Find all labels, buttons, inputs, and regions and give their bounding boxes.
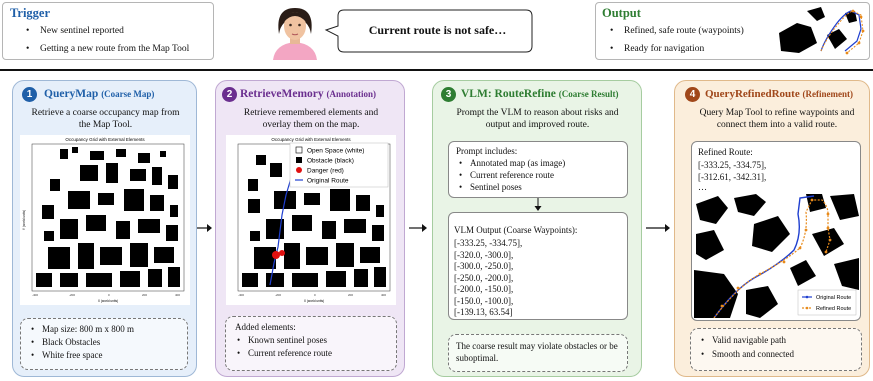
- flow-arrow-icon: [197, 224, 212, 232]
- step-description: Query Map Tool to refine waypoints and c…: [699, 108, 855, 130]
- step-number-badge: 3: [441, 87, 456, 102]
- svg-text:X (world units): X (world units): [304, 299, 324, 303]
- svg-text:0: 0: [314, 293, 316, 297]
- flow-arrow-icon: [409, 224, 427, 232]
- info-item: Known sentinel poses: [237, 335, 327, 347]
- divider: [0, 69, 873, 71]
- trigger-item: New sentinel reported: [26, 25, 124, 37]
- speech-bubble-shape: [324, 9, 533, 53]
- step-title: RetrieveMemory (Annotation): [240, 88, 377, 100]
- prompt-label: Prompt includes:: [456, 146, 518, 156]
- output-item: Ready for navigation: [610, 43, 704, 55]
- plot-title: Occupancy Grid with External Elements: [65, 137, 145, 142]
- prompt-item: Sentinel poses: [459, 182, 522, 194]
- svg-text:200: 200: [142, 293, 147, 297]
- step-title: QueryMap (Coarse Map): [44, 88, 155, 100]
- step-title: VLM: RouteRefine (Coarse Result): [461, 88, 619, 100]
- output-item: Refined, safe route (waypoints): [610, 25, 744, 37]
- legend-item: Danger (red): [307, 168, 344, 175]
- vlm-waypoint-line: [-300.0, -250.0],: [454, 261, 514, 271]
- step-number-badge: 4: [685, 87, 700, 102]
- vlm-output-label: VLM Output (Coarse Waypoints):: [454, 225, 578, 235]
- output-mini-map: [777, 5, 865, 57]
- step-title: QueryRefinedRoute (Refinement): [705, 88, 853, 100]
- refined-route-map: Original Route Refined Route: [694, 194, 859, 318]
- refined-route-label: Refined Route:: [698, 147, 753, 157]
- info-item: Valid navigable path: [701, 335, 786, 347]
- trigger-item: Getting a new route from the Map Tool: [26, 43, 189, 55]
- flow-arrow-icon: [646, 224, 670, 232]
- legend-item: Refined Route: [816, 306, 851, 312]
- legend-item: Original Route: [816, 295, 851, 301]
- svg-text:400: 400: [175, 293, 180, 297]
- svg-text:Y (world units): Y (world units): [22, 210, 26, 230]
- step-description: Prompt the VLM to reason about risks and…: [456, 108, 619, 130]
- svg-text:0: 0: [108, 293, 110, 297]
- speech-text: Current route is not safe…: [368, 23, 507, 37]
- avatar: [273, 8, 317, 60]
- vlm-waypoint-line: [-250.0, -200.0],: [454, 272, 514, 283]
- info-item: Map size: 800 m x 800 m: [31, 324, 134, 336]
- svg-text:X (world units): X (world units): [98, 299, 118, 303]
- svg-text:-400: -400: [32, 293, 38, 297]
- svg-text:-200: -200: [69, 293, 75, 297]
- step-number-badge: 2: [222, 87, 237, 102]
- refined-route-line: [-312.61, -342.31],: [698, 172, 767, 182]
- vlm-waypoint-line: [-200.0, -150.0],: [454, 284, 514, 294]
- added-elements-label: Added elements:: [235, 322, 296, 332]
- vlm-waypoint-line: [-150.0, -100.0],: [454, 295, 514, 306]
- trigger-title: Trigger: [10, 6, 51, 20]
- info-item: Smooth and connected: [701, 349, 794, 361]
- info-item: Current reference route: [237, 348, 332, 360]
- annotated-map-plot: Occupancy Grid with External Elements Op…: [226, 135, 396, 305]
- svg-text:-200: -200: [275, 293, 281, 297]
- svg-text:200: 200: [348, 293, 353, 297]
- step-description: Retrieve a coarse occupancy map from the…: [31, 108, 180, 130]
- legend-item: Original Route: [307, 178, 349, 185]
- vlm-waypoint-line: [-320.0, -300.0],: [454, 249, 514, 260]
- coarse-note-box: [448, 334, 628, 372]
- prompt-item: Annotated map (as image): [459, 158, 565, 170]
- info-item: White free space: [31, 350, 103, 362]
- step-description: Retrieve remembered elements and overlay…: [243, 108, 379, 130]
- output-title: Output: [602, 6, 641, 20]
- refined-route-line: [-333.25, -334.75],: [698, 160, 767, 170]
- vlm-waypoint-line: [-139.13, 63.54]: [454, 307, 513, 317]
- occupancy-map-plot: Occupancy Grid with External Elements -4…: [20, 135, 190, 305]
- plot-title: Occupancy Grid with External Elements: [271, 137, 351, 142]
- coarse-note: The coarse result may violate obstacles …: [456, 341, 618, 363]
- refined-route-line: …: [698, 182, 707, 192]
- step-number-badge: 1: [22, 87, 37, 102]
- legend-item: Obstacle (black): [307, 158, 354, 165]
- legend-item: Open Space (white): [307, 148, 364, 155]
- vlm-output-box: [448, 212, 628, 320]
- down-arrow-icon: [534, 198, 542, 211]
- info-item: Black Obstacles: [31, 337, 100, 349]
- svg-text:-400: -400: [238, 293, 244, 297]
- prompt-item: Current reference route: [459, 170, 554, 182]
- svg-text:400: 400: [381, 293, 386, 297]
- vlm-waypoint-line: [-333.25, -334.75],: [454, 238, 523, 248]
